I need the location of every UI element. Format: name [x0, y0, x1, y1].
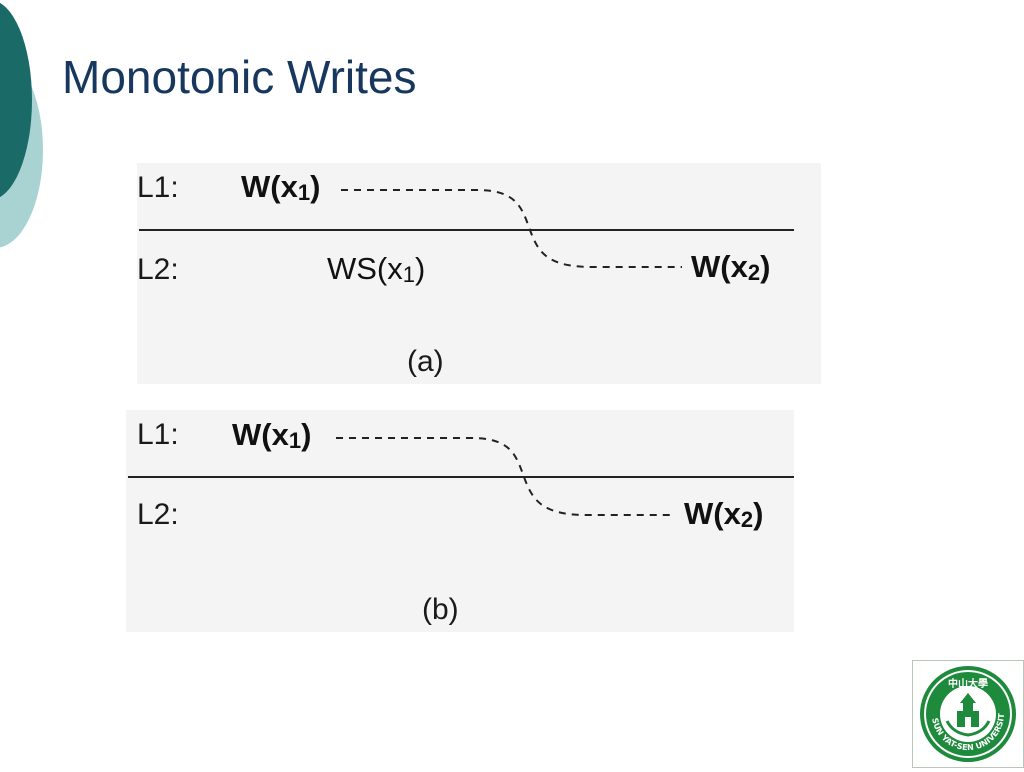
- caption-b: (b): [422, 593, 459, 626]
- write-x1: W(x1): [241, 169, 321, 205]
- row-label-l1: L1:: [137, 418, 179, 451]
- write-x2: W(x2): [691, 249, 771, 285]
- row-label-l2: L2:: [137, 253, 179, 286]
- caption-a: (a): [407, 345, 444, 378]
- row-label-l1: L1:: [137, 171, 179, 204]
- row-label-l2: L2:: [137, 498, 179, 531]
- svg-text:中山大學: 中山大學: [948, 677, 988, 690]
- diagram-a-lines: [139, 189, 794, 268]
- diagram-b-lines: [128, 437, 794, 516]
- write-set-x1: WS(x1): [327, 251, 426, 287]
- dark-teal-shape: [0, 2, 32, 198]
- diagram-b: L1: W(x1) L2: W(x2) (b): [126, 410, 794, 632]
- slide-title: Monotonic Writes: [62, 51, 417, 103]
- dependency-curve: [341, 189, 682, 268]
- university-logo: SUN YAT-SEN UNIVERSITY 中山大學: [909, 654, 1024, 768]
- teal-decoration: [0, 2, 43, 248]
- seal-icon: SUN YAT-SEN UNIVERSITY 中山大學: [909, 654, 1016, 762]
- diagram-a: L1: W(x1) L2: WS(x1) W(x2) (a): [137, 163, 821, 384]
- write-x2: W(x2): [684, 496, 764, 532]
- write-x1: W(x1): [232, 417, 312, 453]
- dependency-curve: [336, 437, 671, 516]
